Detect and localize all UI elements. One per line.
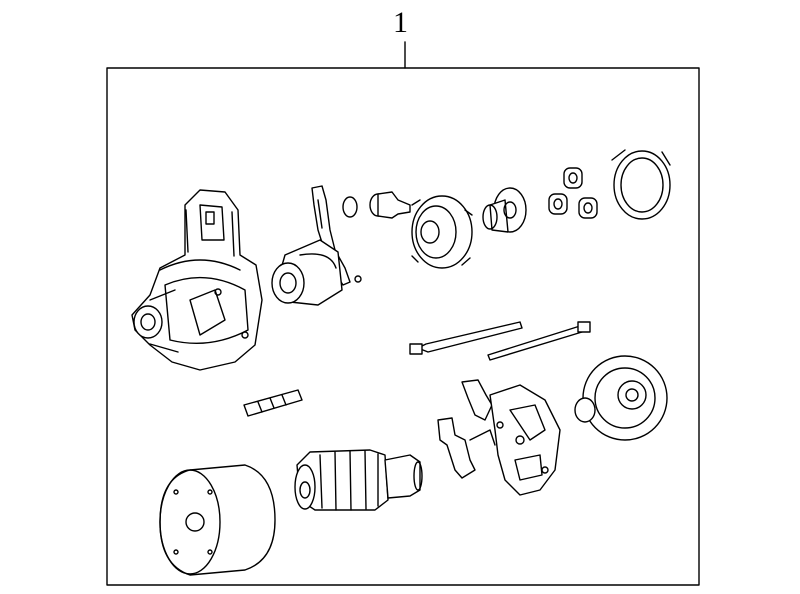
armature bbox=[294, 449, 423, 511]
planet-gears bbox=[548, 167, 598, 219]
pin bbox=[243, 389, 303, 417]
small-washer bbox=[354, 275, 362, 283]
callout-number: 1 bbox=[393, 6, 408, 39]
ring-gear bbox=[411, 195, 473, 269]
brush-holder bbox=[437, 379, 496, 479]
pinion-drive bbox=[271, 239, 343, 306]
field-frame-yoke bbox=[159, 464, 276, 576]
through-bolts bbox=[409, 321, 591, 361]
diagram-frame bbox=[106, 67, 700, 586]
brush-plate bbox=[489, 384, 561, 496]
commutator-end-frame bbox=[574, 355, 668, 441]
pinion-shaft bbox=[482, 187, 527, 233]
plunger-assembly bbox=[369, 191, 411, 219]
cover-gasket bbox=[611, 149, 671, 220]
drive-end-housing bbox=[131, 189, 263, 371]
o-ring bbox=[342, 196, 358, 218]
shift-lever bbox=[311, 185, 351, 286]
